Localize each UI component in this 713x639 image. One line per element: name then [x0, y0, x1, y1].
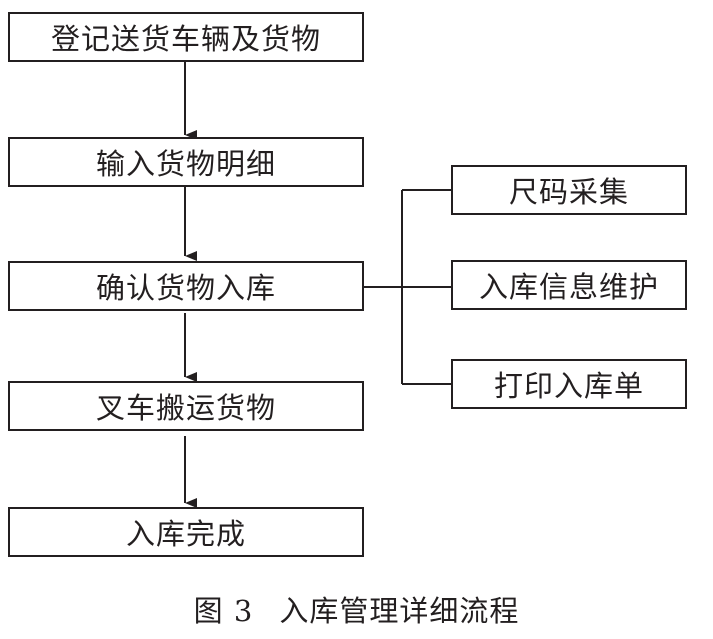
step-confirm-goods-inbound-label: 确认货物入库 [95, 271, 276, 305]
step-confirm-goods-inbound: 确认货物入库 [8, 261, 364, 311]
side-step-print-inbound-receipt: 打印入库单 [451, 359, 687, 409]
figure-title: 入库管理详细流程 [279, 594, 520, 628]
step-input-goods-details-label: 输入货物明细 [95, 147, 276, 181]
side-step-inbound-info-maintenance-label: 入库信息维护 [478, 270, 659, 304]
step-input-goods-details: 输入货物明细 [8, 137, 364, 187]
figure-caption: 图 3 入库管理详细流程 [0, 588, 713, 630]
step-inbound-complete: 入库完成 [8, 507, 364, 557]
side-step-inbound-info-maintenance: 入库信息维护 [451, 260, 687, 310]
step-register-vehicle-goods-label: 登记送货车辆及货物 [50, 22, 321, 56]
step-forklift-move-goods: 叉车搬运货物 [8, 381, 364, 431]
step-register-vehicle-goods: 登记送货车辆及货物 [8, 12, 364, 62]
step-inbound-complete-label: 入库完成 [125, 517, 246, 551]
side-step-size-capture-label: 尺码采集 [508, 175, 629, 209]
side-step-print-inbound-receipt-label: 打印入库单 [493, 369, 644, 403]
figure-number: 图 3 [193, 594, 254, 628]
step-forklift-move-goods-label: 叉车搬运货物 [95, 391, 276, 425]
side-step-size-capture: 尺码采集 [451, 165, 687, 215]
